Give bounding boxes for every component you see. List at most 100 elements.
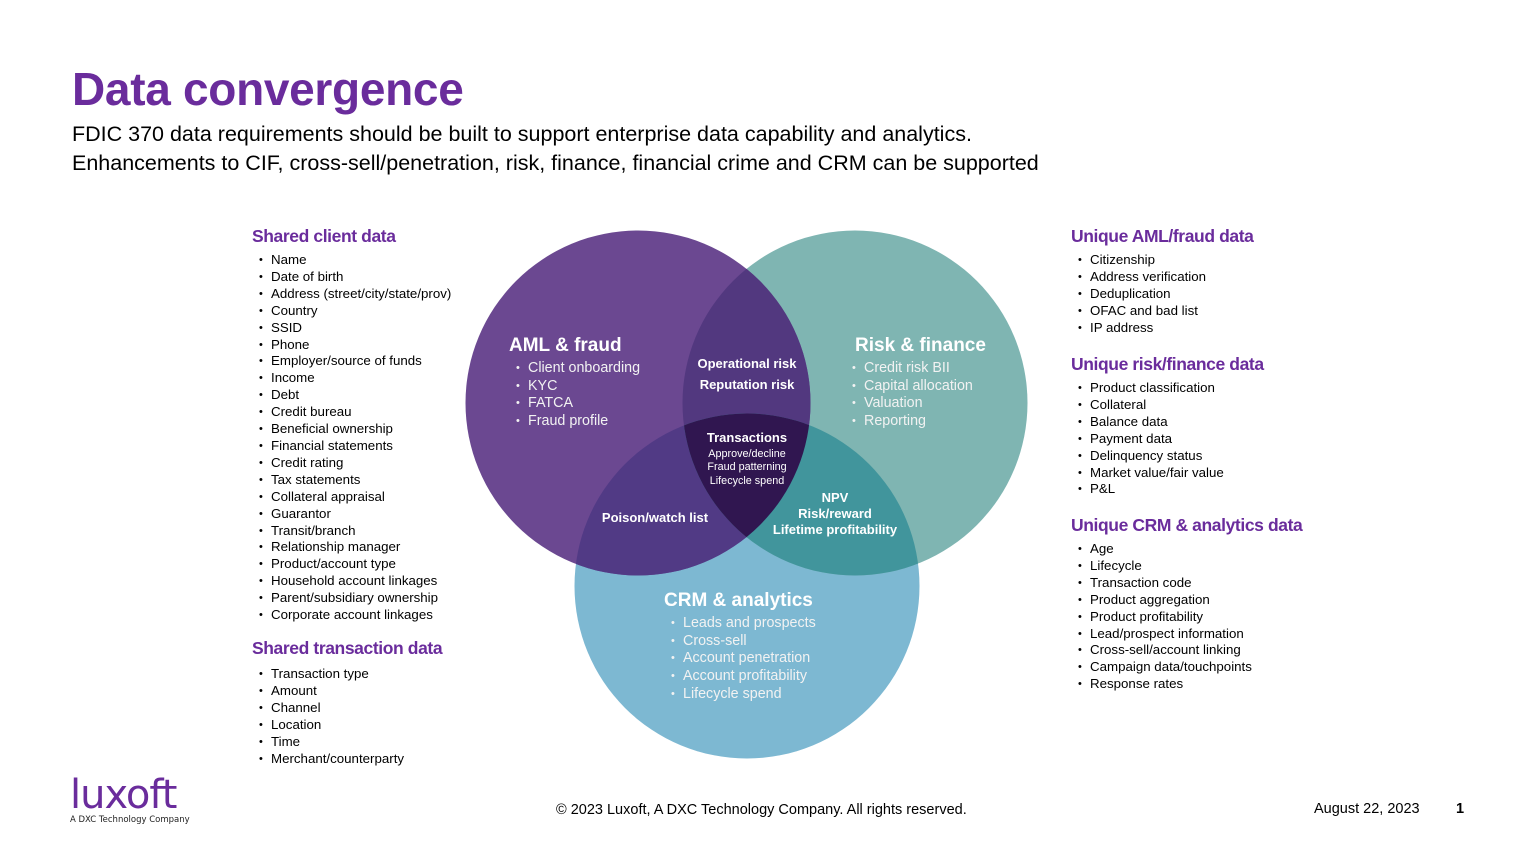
- list-item: Account penetration: [664, 650, 816, 668]
- page-title: Data convergence: [72, 63, 464, 115]
- overlap-line: Lifetime profitability: [772, 521, 898, 537]
- list-item: Credit rating: [252, 455, 451, 472]
- list-item: Reporting: [845, 413, 986, 431]
- list-item: Age: [1071, 541, 1302, 558]
- list-item: Employer/source of funds: [252, 353, 451, 370]
- list-item: IP address: [1071, 320, 1253, 337]
- venn-aml-list: Client onboarding KYC FATCA Fraud profil…: [509, 360, 640, 431]
- list-item: OFAC and bad list: [1071, 303, 1253, 320]
- venn-overlap-risk-crm-label: NPV Risk/reward Lifetime profitability: [765, 490, 905, 537]
- shared-client-data-panel: Shared client data NameDate of birthAddr…: [252, 226, 451, 624]
- list-item: Merchant/counterparty: [252, 751, 442, 768]
- list-item: Cross-sell: [664, 633, 816, 651]
- list-item: Valuation: [845, 395, 986, 413]
- list-item: Corporate account linkages: [252, 607, 451, 624]
- panel-heading: Unique CRM & analytics data: [1071, 515, 1303, 535]
- list-item: Capital allocation: [845, 378, 986, 396]
- list-item: Delinquency status: [1071, 448, 1264, 465]
- list-item: Lead/prospect information: [1071, 626, 1302, 643]
- list-item: Relationship manager: [252, 539, 451, 556]
- list-item: Amount: [252, 683, 442, 700]
- venn-aml-title: AML & fraud: [509, 335, 622, 356]
- shared-transaction-data-panel: Shared transaction data Transaction type…: [252, 638, 443, 768]
- overlap-line: NPV: [821, 490, 849, 505]
- list-item: Citizenship: [1071, 252, 1253, 269]
- center-line: Lifecycle spend: [709, 474, 785, 487]
- list-item: Beneficial ownership: [252, 421, 451, 438]
- shared-client-list: NameDate of birthAddress (street/city/st…: [252, 252, 451, 624]
- unique-risk-list: Product classificationCollateralBalance …: [1071, 380, 1264, 498]
- list-item: Payment data: [1071, 431, 1264, 448]
- venn-crm-title: CRM & analytics: [664, 590, 813, 611]
- list-item: Lifecycle spend: [664, 686, 816, 704]
- list-item: Market value/fair value: [1071, 465, 1264, 482]
- subtitle-line: FDIC 370 data requirements should be bui…: [72, 122, 972, 146]
- venn-crm-list: Leads and prospects Cross-sell Account p…: [664, 615, 816, 704]
- list-item: Phone: [252, 337, 451, 354]
- list-item: Time: [252, 734, 442, 751]
- venn-center-label: Transactions Approve/decline Fraud patte…: [697, 430, 797, 488]
- panel-heading: Unique AML/fraud data: [1071, 226, 1254, 246]
- list-item: Guarantor: [252, 506, 451, 523]
- list-item: Address verification: [1071, 269, 1253, 286]
- center-title: Transactions: [706, 430, 788, 445]
- list-item: Household account linkages: [252, 573, 451, 590]
- list-item: Transaction type: [252, 666, 442, 683]
- list-item: Lifecycle: [1071, 558, 1302, 575]
- list-item: Leads and prospects: [664, 615, 816, 633]
- list-item: Income: [252, 370, 451, 387]
- list-item: Cross-sell/account linking: [1071, 642, 1302, 659]
- unique-aml-data-panel: Unique AML/fraud data CitizenshipAddress…: [1071, 226, 1254, 337]
- overlap-line: Reputation risk: [699, 377, 795, 392]
- list-item: Deduplication: [1071, 286, 1253, 303]
- unique-aml-list: CitizenshipAddress verificationDeduplica…: [1071, 252, 1253, 337]
- footer-copyright: © 2023 Luxoft, A DXC Technology Company.…: [556, 802, 967, 818]
- center-line: Fraud patterning: [707, 461, 787, 474]
- list-item: Date of birth: [252, 269, 451, 286]
- list-item: Location: [252, 717, 442, 734]
- list-item: Country: [252, 303, 451, 320]
- list-item: Channel: [252, 700, 442, 717]
- list-item: P&L: [1071, 481, 1264, 498]
- list-item: Parent/subsidiary ownership: [252, 590, 451, 607]
- luxoft-logo: luxoft A DXC Technology Company: [70, 775, 190, 825]
- venn-crm-label: CRM & analytics Leads and prospects Cros…: [664, 590, 816, 704]
- venn-risk-title: Risk & finance: [855, 335, 986, 356]
- logo-wordmark: luxoft: [70, 772, 177, 818]
- venn-risk-list: Credit risk BII Capital allocation Valua…: [845, 360, 986, 431]
- list-item: KYC: [509, 378, 640, 396]
- list-item: Credit bureau: [252, 404, 451, 421]
- logo-tagline: A DXC Technology Company: [70, 815, 190, 825]
- list-item: Transaction code: [1071, 575, 1302, 592]
- center-line: Approve/decline: [708, 448, 786, 460]
- list-item: Response rates: [1071, 676, 1302, 693]
- unique-crm-list: AgeLifecycleTransaction codeProduct aggr…: [1071, 541, 1302, 693]
- list-item: Financial statements: [252, 438, 451, 455]
- overlap-line: Operational risk: [697, 356, 797, 371]
- venn-aml-label: AML & fraud Client onboarding KYC FATCA …: [509, 335, 640, 431]
- list-item: Tax statements: [252, 472, 451, 489]
- list-item: Address (street/city/state/prov): [252, 286, 451, 303]
- list-item: Transit/branch: [252, 523, 451, 540]
- list-item: Client onboarding: [509, 360, 640, 378]
- overlap-line: Risk/reward: [798, 505, 872, 521]
- venn-risk-label: Risk & finance Credit risk BII Capital a…: [852, 335, 986, 431]
- unique-crm-data-panel: Unique CRM & analytics data AgeLifecycle…: [1071, 515, 1303, 693]
- list-item: Account profitability: [664, 668, 816, 686]
- list-item: Balance data: [1071, 414, 1264, 431]
- list-item: Campaign data/touchpoints: [1071, 659, 1302, 676]
- list-item: Collateral: [1071, 397, 1264, 414]
- panel-heading: Unique risk/finance data: [1071, 354, 1264, 374]
- unique-risk-data-panel: Unique risk/finance data Product classif…: [1071, 354, 1264, 498]
- list-item: Fraud profile: [509, 413, 640, 431]
- list-item: Product profitability: [1071, 609, 1302, 626]
- list-item: Name: [252, 252, 451, 269]
- page-subtitle: FDIC 370 data requirements should be bui…: [72, 120, 1039, 178]
- list-item: SSID: [252, 320, 451, 337]
- footer-date: August 22, 2023: [1314, 801, 1420, 817]
- panel-heading: Shared client data: [252, 226, 396, 246]
- list-item: Product classification: [1071, 380, 1264, 397]
- list-item: Collateral appraisal: [252, 489, 451, 506]
- list-item: Credit risk BII: [845, 360, 986, 378]
- list-item: FATCA: [509, 395, 640, 413]
